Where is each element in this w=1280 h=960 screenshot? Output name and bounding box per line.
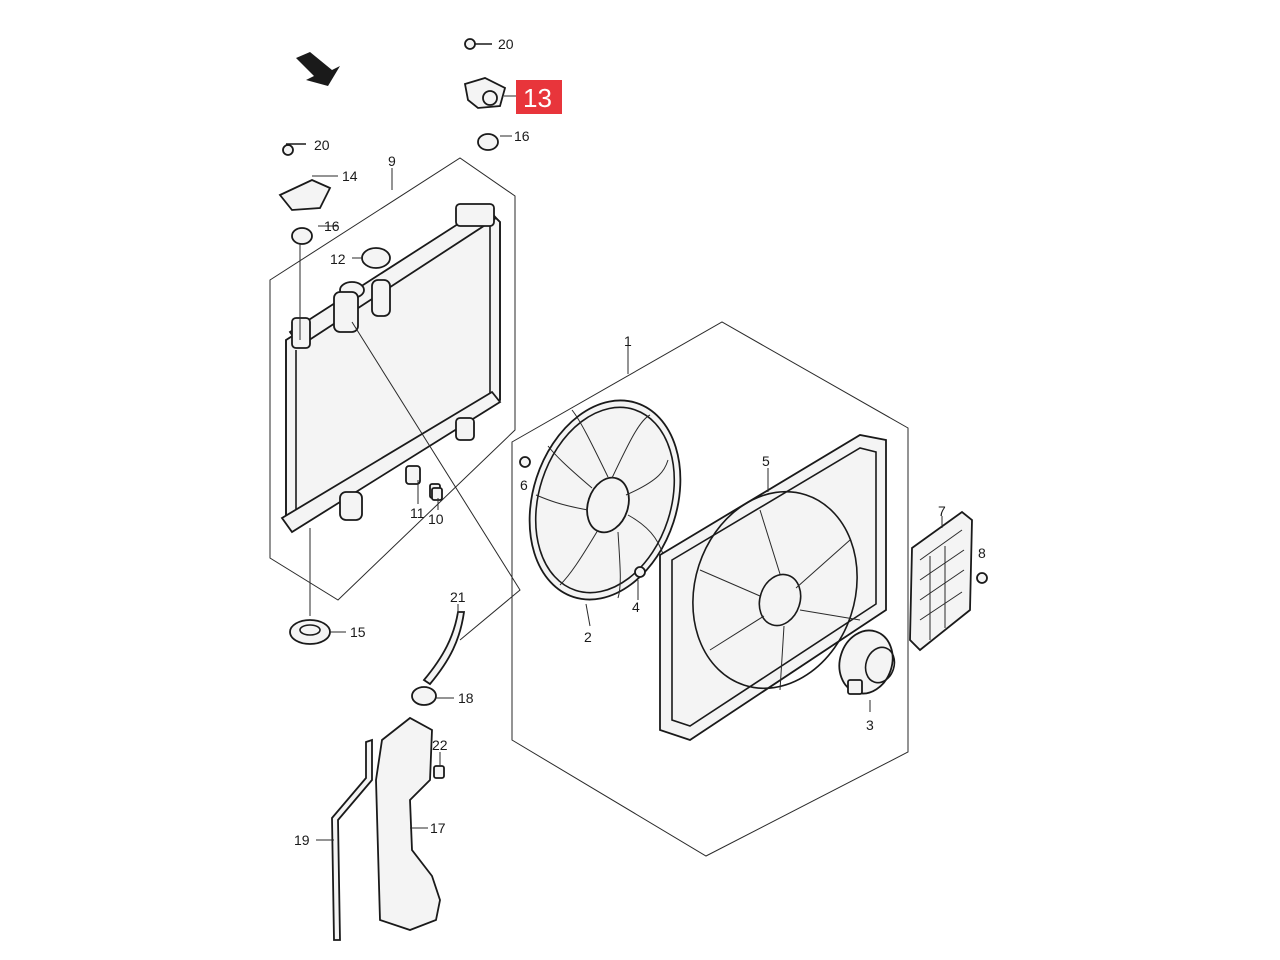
label-22: 22: [432, 737, 448, 753]
label-12: 12: [330, 251, 346, 267]
fan-blade: [528, 399, 682, 601]
reservoir-tank-17: [375, 716, 441, 931]
label-16-left: 16: [324, 218, 340, 234]
label-15: 15: [350, 624, 366, 640]
label-13: 13: [523, 83, 552, 113]
label-5: 5: [762, 453, 770, 469]
label-1: 1: [624, 333, 632, 349]
drain-plug-10: [431, 487, 443, 501]
label-20-top: 20: [498, 36, 514, 52]
leader-lines: [312, 135, 943, 841]
label-4: 4: [632, 599, 640, 615]
fan-shroud: [659, 434, 887, 741]
cushion-16-left: [291, 227, 313, 245]
label-21: 21: [450, 589, 466, 605]
label-9: 9: [388, 153, 396, 169]
hose-21: [422, 611, 466, 686]
motor-cover: [909, 510, 973, 652]
cushion-16-top: [477, 133, 499, 151]
bolt-20-top: [464, 38, 492, 50]
label-16-top: 16: [514, 128, 530, 144]
radiator-group-outline: [269, 157, 516, 601]
highlight-badge-13: 13: [516, 80, 562, 114]
label-10: 10: [428, 511, 444, 527]
label-11: 11: [410, 505, 425, 521]
hose-19: [331, 738, 373, 941]
fan-assembly-outline: [511, 321, 909, 857]
label-3: 3: [866, 717, 874, 733]
label-20-left: 20: [314, 137, 330, 153]
direction-arrow-icon: [296, 52, 340, 86]
bracket-13: [463, 77, 507, 109]
label-14: 14: [342, 168, 358, 184]
radiator-cap-12: [361, 247, 391, 269]
label-7: 7: [938, 503, 946, 519]
label-8: 8: [978, 545, 986, 561]
radiator: [280, 203, 502, 534]
bracket-14: [278, 179, 332, 211]
label-19: 19: [294, 832, 310, 848]
cushion-15: [289, 619, 331, 645]
fan-motor: [838, 629, 896, 695]
bolt-8: [976, 572, 988, 584]
screw-22: [433, 765, 445, 779]
bolt-20-left: [282, 143, 306, 156]
label-2: 2: [584, 629, 592, 645]
label-6: 6: [520, 477, 528, 493]
label-17: 17: [430, 820, 446, 836]
highlight-badge-bg: [516, 80, 562, 114]
label-18: 18: [458, 690, 474, 706]
clamp-18: [411, 686, 437, 706]
bolt-4: [634, 566, 646, 578]
nut-6: [519, 456, 531, 468]
leader-overflow: [351, 321, 521, 641]
